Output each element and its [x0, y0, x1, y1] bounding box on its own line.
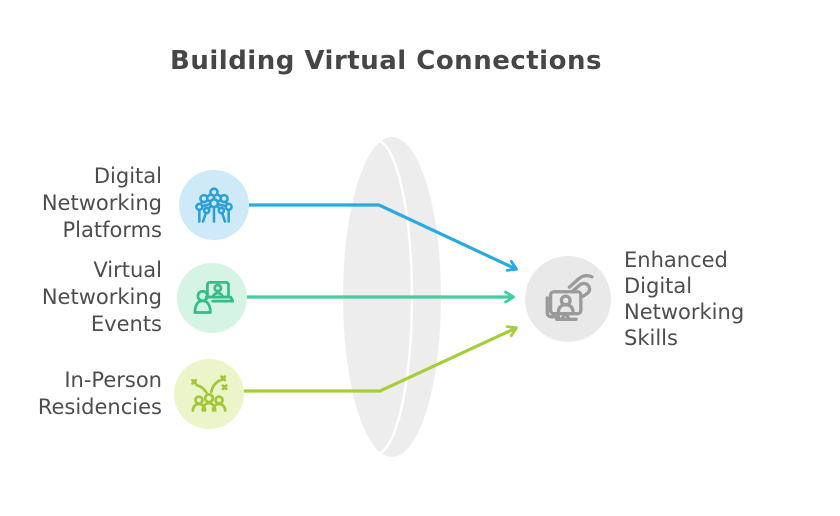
page-title: Building Virtual Connections [170, 46, 602, 76]
people-celebration-icon [191, 375, 228, 412]
node-digital-networking-platforms [179, 170, 249, 240]
monitor-touch-hand-icon [545, 274, 594, 321]
label-inperson-residencies: In-Person Residencies [37, 368, 162, 419]
label-digital-networking-platforms: Digital Networking Platforms [41, 164, 162, 242]
node-inperson-residencies [174, 359, 244, 429]
label-virtual-networking-events: Virtual Networking Events [41, 258, 162, 336]
node-enhanced-skills [525, 256, 611, 342]
video-call-person-icon [193, 281, 234, 314]
node-virtual-networking-events [177, 263, 247, 333]
network-nodes-icon [195, 187, 233, 223]
label-enhanced-skills: Enhanced Digital Networking Skills [624, 248, 745, 350]
arrow-digital-platforms [247, 203, 518, 272]
arrow-inperson-residencies [243, 325, 518, 393]
